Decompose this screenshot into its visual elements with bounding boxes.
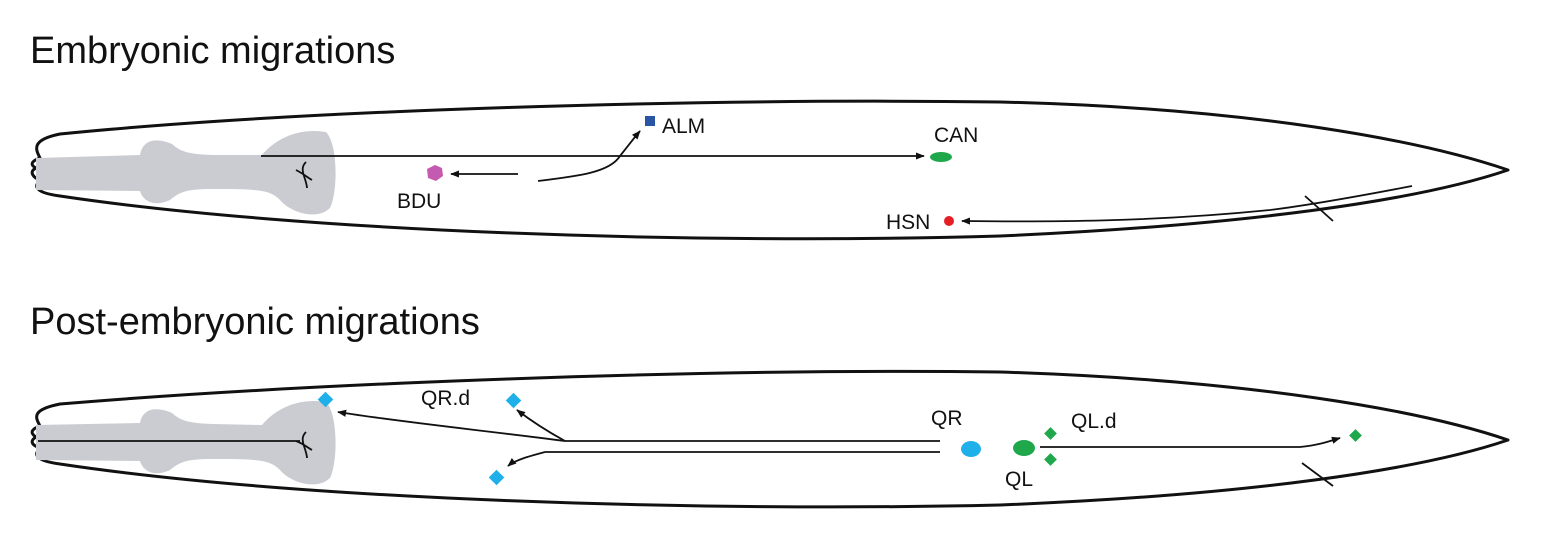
embryonic-tail-mark [1304, 195, 1334, 222]
post-embryonic-pharynx [36, 400, 336, 485]
post-embryonic-tail-mark [1301, 462, 1334, 487]
ql-d-cell-lower [1044, 453, 1057, 466]
can-cell [930, 152, 952, 162]
qr-d-cell-upper [505, 392, 522, 409]
qr-anterior-arrow [337, 409, 566, 442]
ql-label: QL [1005, 468, 1033, 491]
qr-d-label: QR.d [421, 387, 470, 410]
ql-d-cell-posterior [1349, 429, 1362, 442]
qr-d-cell-lower [488, 469, 505, 486]
ql-cell [1013, 440, 1035, 456]
bdu-label: BDU [397, 190, 441, 213]
alm-cell [645, 116, 655, 126]
qr-cell [961, 441, 981, 457]
qr-d-upper-arrow [516, 409, 566, 442]
embryonic-worm-body [30, 99, 1510, 241]
qr-label: QR [931, 407, 963, 430]
post-embryonic-title: Post-embryonic migrations [30, 301, 480, 343]
bdu-cell [427, 165, 443, 181]
ql-d-cell-upper [1044, 427, 1057, 440]
embryonic-panel: Embryonic migrations ALM CAN BDU HSN [30, 30, 1510, 241]
embryonic-pharynx-lumen-mark [295, 161, 313, 189]
alm-label: ALM [662, 115, 705, 138]
can-label: CAN [934, 124, 978, 147]
alm-migration-arrow [537, 130, 641, 182]
embryonic-title: Embryonic migrations [30, 30, 395, 72]
qr-d-lower-arrow [507, 451, 546, 467]
hsn-migration-arrow [961, 185, 1413, 225]
embryonic-pharynx [36, 130, 336, 215]
hsn-cell [944, 216, 954, 226]
hsn-label: HSN [886, 211, 930, 234]
post-embryonic-panel: Post-embryonic migrations QR.d QR QL QL.… [30, 301, 1510, 509]
ql-d-label: QL.d [1071, 410, 1117, 433]
post-embryonic-pharynx-lumen [38, 431, 313, 459]
ql-d-arrow [1040, 436, 1341, 448]
